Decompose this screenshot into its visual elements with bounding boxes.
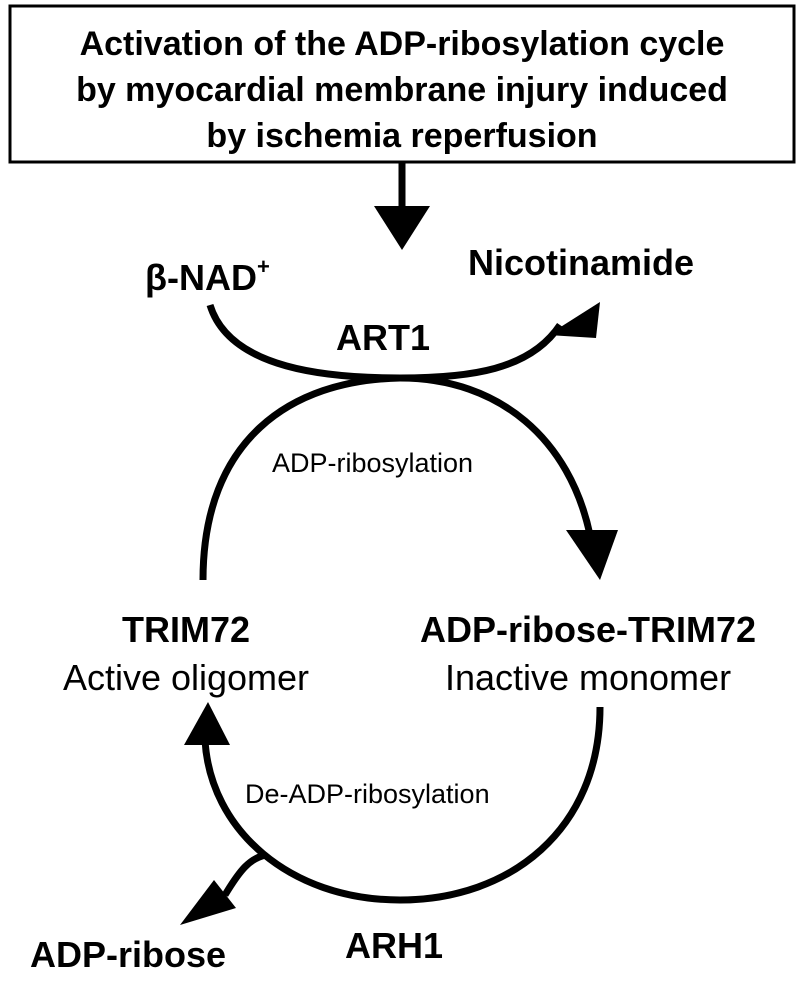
adp-ribosylation-arrow	[199, 374, 618, 581]
art1-enzyme-label: ART1	[336, 317, 430, 358]
de-adp-ribosylation-label: De-ADP-ribosylation	[245, 779, 490, 809]
arh1-enzyme-label: ARH1	[345, 925, 443, 966]
adp-ribose-release-arrow	[180, 851, 267, 925]
title-line-3: by ischemia reperfusion	[206, 117, 597, 155]
trigger-down-arrow	[374, 162, 430, 250]
trim72-name: TRIM72	[122, 609, 250, 650]
nicotinamide-label: Nicotinamide	[468, 242, 694, 283]
title-line-2: by myocardial membrane injury induced	[76, 71, 728, 109]
title-line-1: Activation of the ADP-ribosylation cycle	[80, 25, 725, 63]
adp-ribose-trim72-name: ADP-ribose-TRIM72	[420, 609, 756, 650]
trim72-description: Active oligomer	[63, 657, 309, 698]
beta-nad-charge: +	[257, 254, 270, 279]
beta-nad-label: β-NAD+	[145, 254, 270, 298]
title-box	[8, 4, 796, 164]
de-adp-ribosylation-arrow	[184, 702, 604, 904]
adp-ribose-trim72-description: Inactive monomer	[445, 657, 731, 698]
adp-ribosylation-label: ADP-ribosylation	[272, 448, 473, 478]
adp-ribose-label: ADP-ribose	[30, 934, 226, 975]
